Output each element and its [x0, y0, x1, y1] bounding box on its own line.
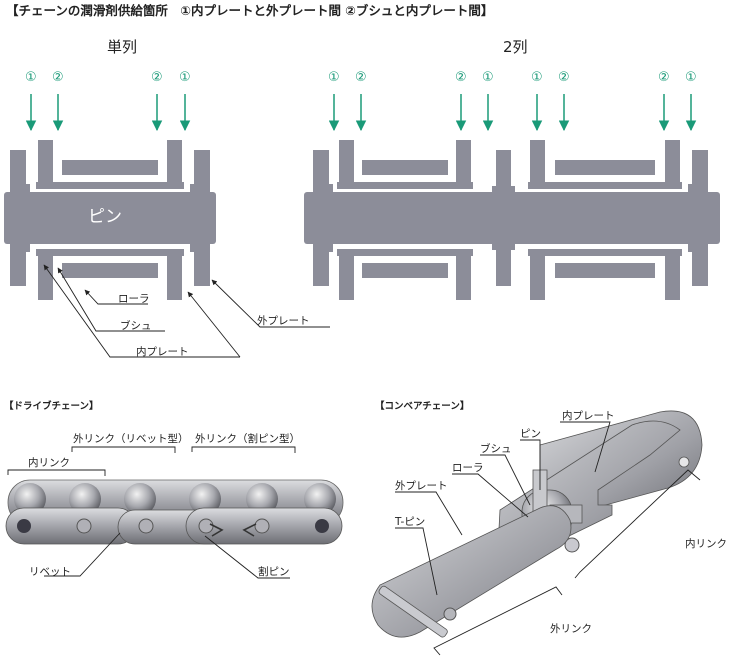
roller-top: [62, 160, 158, 175]
arrow-label-12: ①: [685, 70, 697, 85]
arrow-label-9: ①: [531, 70, 543, 85]
middle-plate-top: [492, 150, 515, 193]
bush-top: [36, 182, 184, 189]
pin-body-double: [304, 192, 720, 244]
rivet-label: リベット: [29, 566, 71, 578]
pin-label: ピン: [88, 207, 122, 227]
outer-plate-right-bottom: [190, 243, 210, 286]
inner-plate-label: 内プレート: [136, 346, 189, 358]
conveyor-t-pin-label: T-ピン: [395, 516, 426, 528]
conveyor-callouts: [395, 421, 701, 656]
drive-outer-link-split-pin-label: 外リンク（割ピン型）: [195, 433, 300, 445]
arrow-label-3: ②: [151, 70, 163, 85]
double-row-header: 2列: [503, 38, 528, 56]
bush-bottom: [36, 249, 184, 256]
outer-plate-left-top: [10, 150, 30, 193]
lubrication-arrows: [25, 94, 697, 132]
drive-chain-heading: 【ドライブチェーン】: [4, 401, 99, 412]
arrow-label-10: ②: [558, 70, 570, 85]
single-row-header: 単列: [107, 38, 138, 56]
arrow-label-5: ①: [328, 70, 340, 85]
conveyor-inner-link-label: 内リンク: [685, 538, 727, 550]
drive-inner-link-label: 内リンク: [28, 457, 70, 469]
conveyor-roller-label: ローラ: [452, 462, 484, 474]
outer-plate-right-top: [190, 150, 210, 193]
inner-plate-left-bottom: [38, 256, 53, 300]
outer-plate-label: 外プレート: [257, 315, 310, 327]
single-row-leaders: [43, 264, 330, 358]
conveyor-pin-label: ピン: [520, 428, 541, 440]
drive-chain-illustration: [5, 479, 344, 545]
double-row-section: [304, 140, 720, 300]
conveyor-chain-illustration: [371, 410, 703, 638]
arrow-label-8: ①: [482, 70, 494, 85]
diagram-title: 【チェーンの潤滑剤供給箇所 ①内プレートと外プレート間 ②ブシュと内プレート間】: [6, 3, 494, 18]
row-b: [528, 140, 708, 300]
conveyor-outer-plate: [371, 505, 572, 638]
arrow-label-6: ②: [355, 70, 367, 85]
drive-chain-callouts: [7, 446, 296, 579]
arrow-label-4: ①: [179, 70, 191, 85]
conveyor-inner-plate-label: 内プレート: [562, 410, 615, 422]
conveyor-t-pin: [378, 585, 448, 638]
pin-body: [4, 192, 216, 244]
split-pin-label: 割ピン: [258, 566, 290, 578]
conveyor-bush-label: ブシュ: [480, 443, 512, 455]
inner-plate-left-top: [38, 140, 53, 182]
row-a: [313, 140, 473, 300]
roller-bottom: [62, 263, 158, 278]
arrow-label-11: ②: [658, 70, 670, 85]
conveyor-chain-heading: 【コンベアチェーン】: [375, 401, 470, 412]
middle-plate-bottom: [492, 243, 515, 286]
inner-plate-right-bottom: [167, 256, 182, 300]
outer-plate-left-bottom: [10, 243, 30, 286]
roller-label: ローラ: [118, 293, 150, 305]
single-row-section: [4, 140, 216, 300]
inner-plate-right-top: [167, 140, 182, 182]
arrow-label-7: ②: [455, 70, 467, 85]
conveyor-outer-plate-label: 外プレート: [395, 480, 448, 492]
bush-label: ブシュ: [120, 320, 152, 332]
arrow-label-2: ②: [52, 70, 64, 85]
conveyor-outer-link-label: 外リンク: [550, 623, 592, 635]
drive-outer-link-rivet-label: 外リンク（リベット型）: [73, 433, 189, 445]
arrow-label-1: ①: [25, 70, 37, 85]
drive-chain-rollers: [14, 483, 336, 515]
drive-chain-front-plates: [5, 507, 343, 545]
